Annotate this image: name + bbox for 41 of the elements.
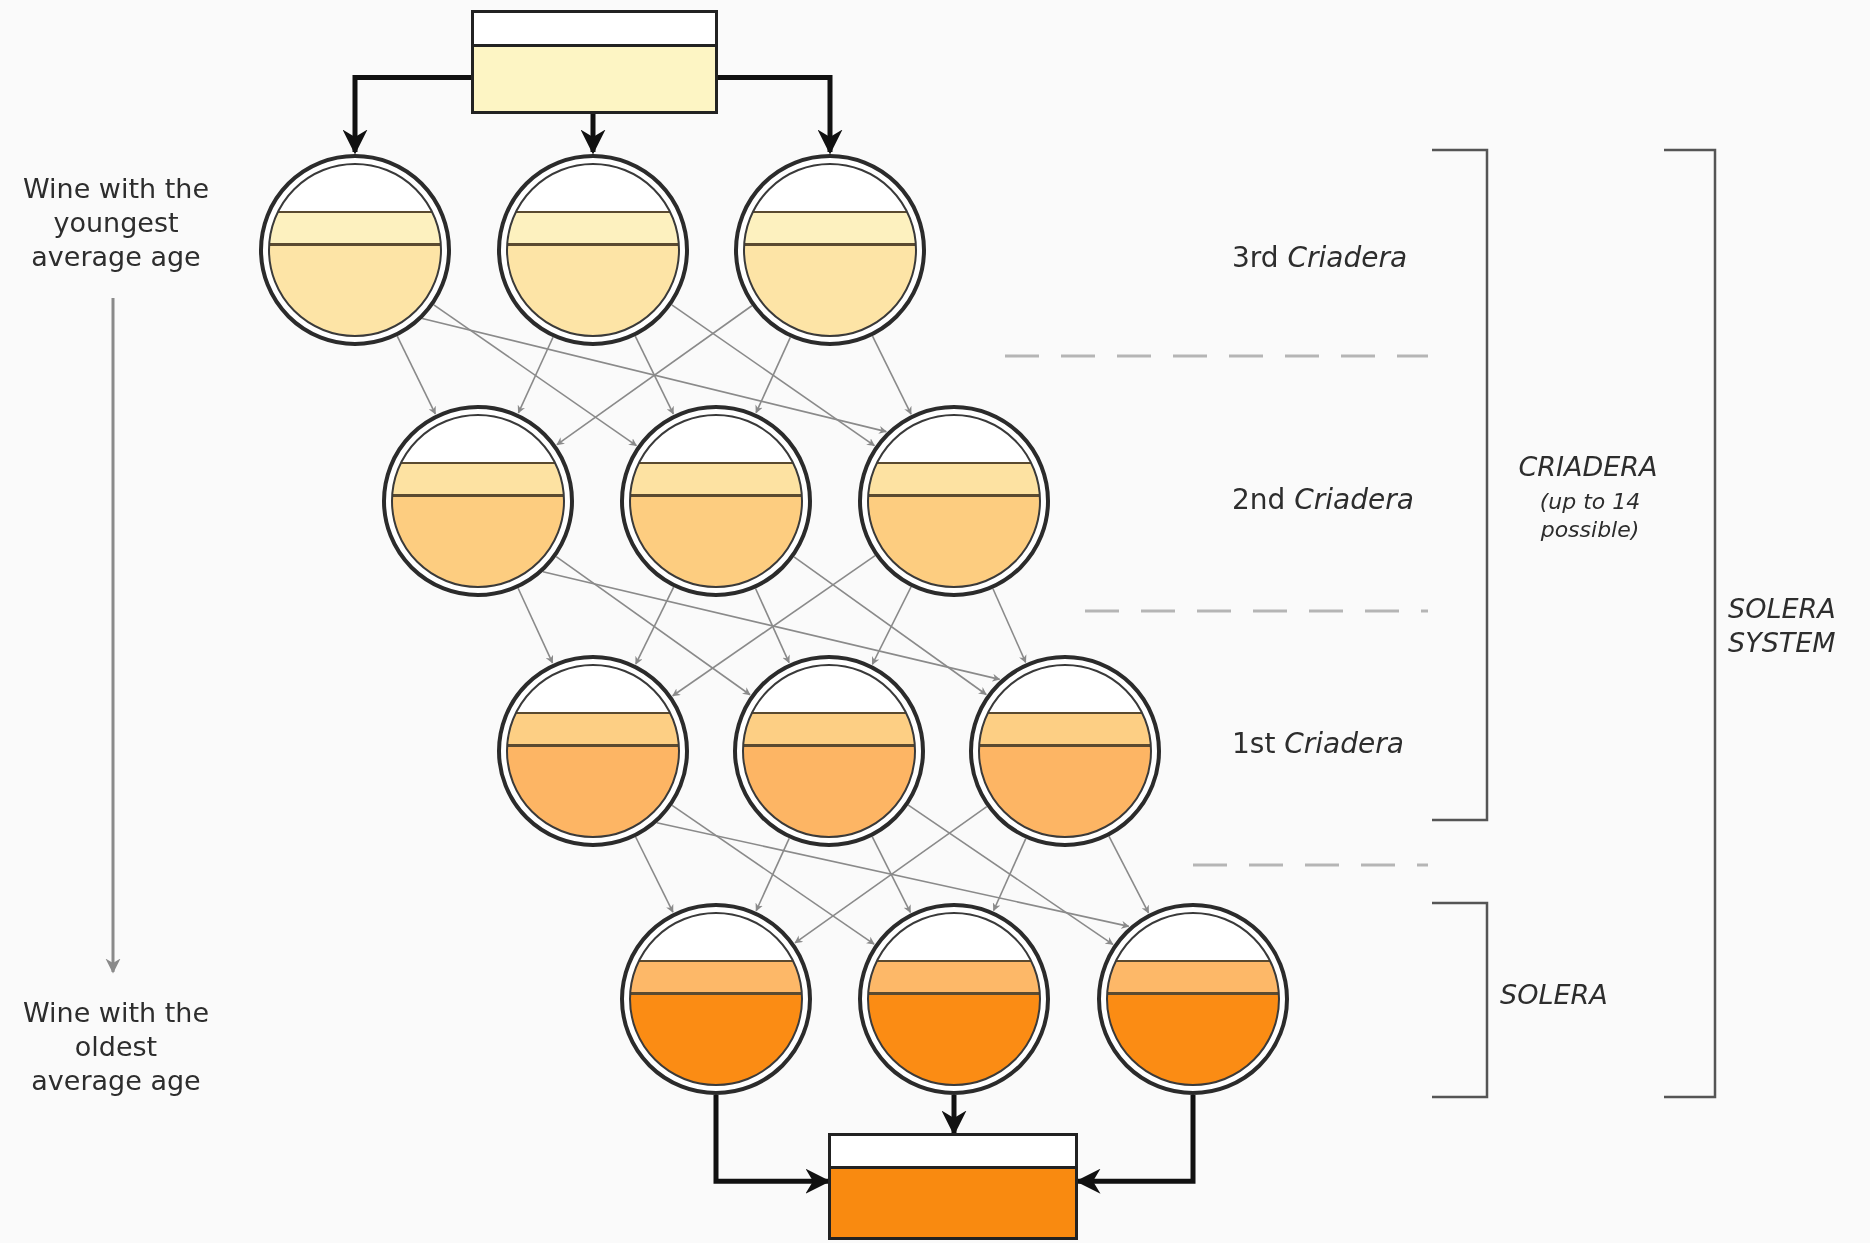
arrow [655, 821, 1130, 929]
arrow [992, 587, 1027, 664]
arrow [671, 554, 876, 697]
label-text: CRIADERA [1517, 450, 1659, 484]
label-text: 2nd Criadera [1232, 482, 1415, 517]
wine-tank [828, 1133, 1078, 1240]
arrow [871, 835, 912, 914]
arrow [342, 75, 471, 155]
arrow [542, 570, 1001, 682]
arrow [1108, 835, 1150, 914]
arrow [871, 586, 912, 666]
arrow [793, 556, 987, 696]
wine-tank [471, 10, 718, 114]
arrow [517, 587, 554, 664]
arrow [635, 586, 675, 665]
arrow [556, 304, 753, 446]
label-text: 1st Criadera [1232, 726, 1405, 761]
label-text: (up to 14 possible) [1538, 488, 1642, 543]
arrow [671, 304, 876, 447]
label-text: SOLERA [1500, 978, 1609, 1012]
arrow [992, 837, 1027, 912]
arrow [907, 804, 1114, 946]
arrow [755, 336, 792, 414]
arrow [755, 837, 790, 912]
arrow [634, 836, 674, 913]
arrow [718, 75, 843, 155]
arrow [396, 335, 437, 415]
arrow [580, 114, 606, 155]
label-text: Wine with the youngest average age [21, 172, 211, 274]
arrow [754, 587, 790, 664]
label-text: Wine with the oldest average age [21, 996, 211, 1098]
arrow [555, 555, 751, 696]
arrow [671, 804, 875, 945]
arrow [794, 805, 988, 944]
arrow [871, 335, 912, 415]
arrow [421, 317, 887, 434]
label-text: SOLERA SYSTEM [1728, 592, 1837, 660]
label-text: 3rd Criadera [1232, 240, 1409, 275]
arrow [634, 335, 675, 415]
arrow [433, 304, 638, 447]
arrow [517, 336, 554, 414]
